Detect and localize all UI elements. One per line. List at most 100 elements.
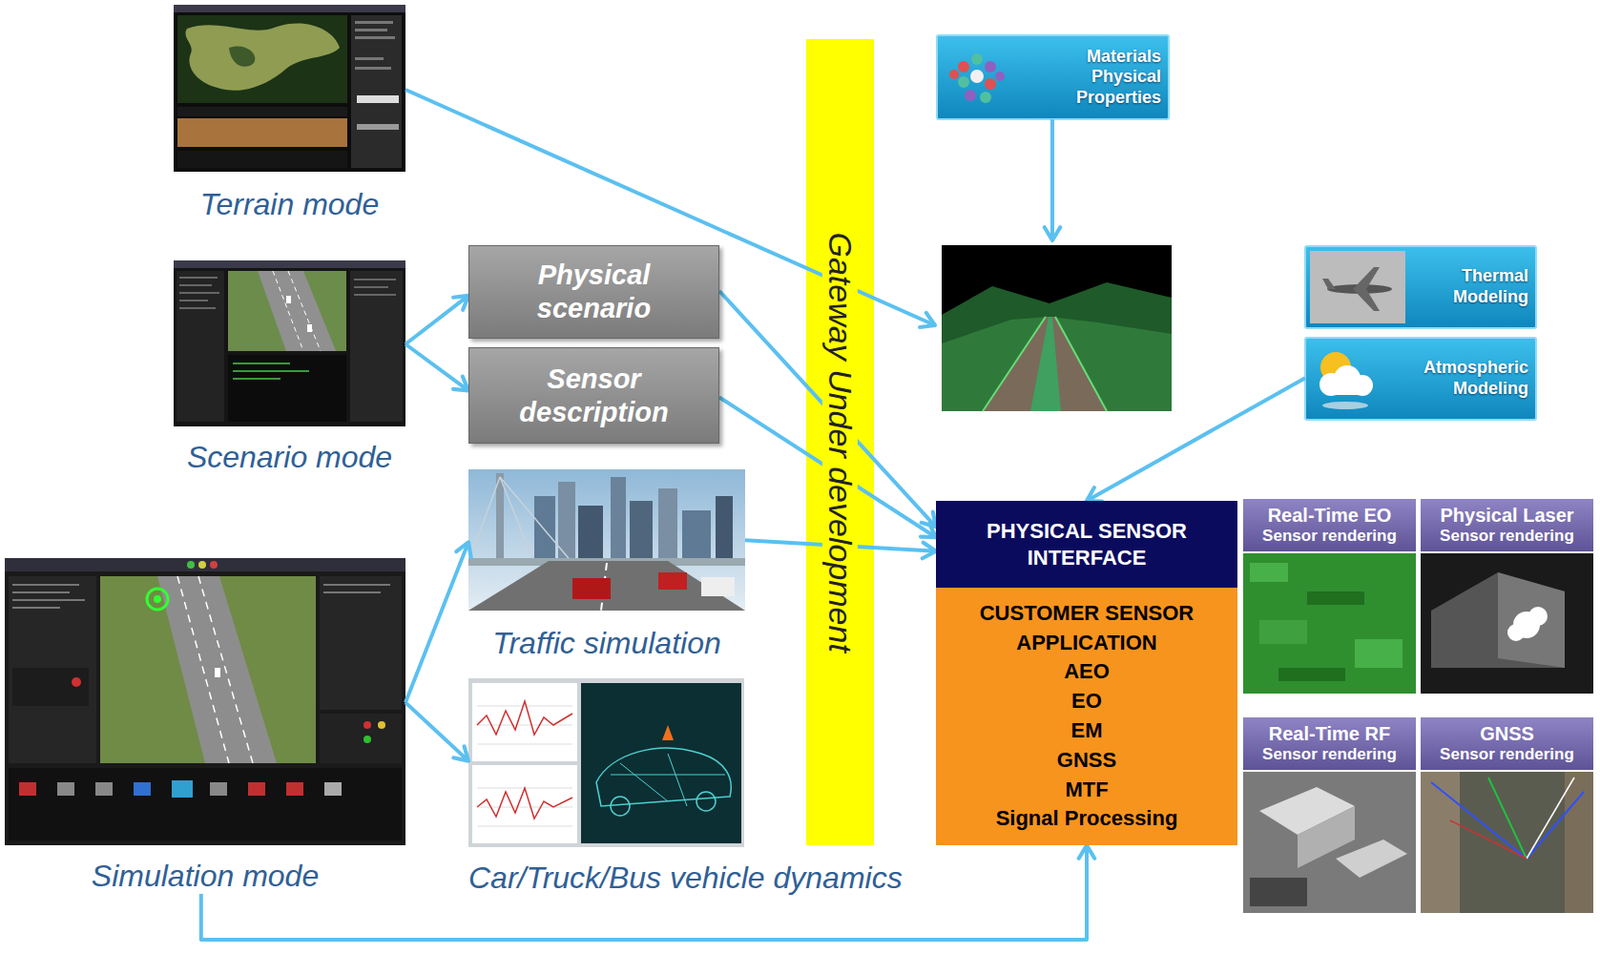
box-label: EM — [1071, 716, 1103, 747]
scenario-screenshot — [228, 270, 347, 352]
image-caption: Car/Truck/Bus vehicle dynamics — [468, 860, 989, 896]
terrain-screenshot — [354, 20, 394, 24]
traffic-image — [534, 496, 556, 559]
eo-render-tile — [1307, 591, 1365, 605]
connector-arrow — [405, 344, 469, 392]
connector-arrow — [405, 295, 469, 345]
simulation-screenshot — [363, 735, 372, 744]
materials-box — [949, 69, 959, 80]
terrain-screenshot — [356, 124, 399, 130]
simulation-screenshot — [133, 782, 151, 796]
tile-header: Sensor rendering — [1243, 526, 1416, 546]
scenario-screenshot — [179, 284, 212, 287]
connector-arrow — [201, 845, 1087, 940]
connector-arrow — [405, 702, 469, 761]
thermal-box — [1352, 289, 1380, 312]
box-label: CUSTOMER SENSOR APPLICATION — [943, 599, 1230, 659]
traffic-image — [468, 561, 746, 611]
terrain-screenshot — [354, 66, 392, 70]
simulation-screenshot — [12, 583, 80, 586]
terrain-screenshot — [354, 28, 388, 32]
simulation-screenshot — [12, 591, 70, 594]
gnss-render-tile — [1526, 777, 1575, 859]
traffic-image — [578, 505, 603, 559]
materials-box — [984, 78, 997, 90]
simulation-screenshot — [4, 558, 406, 846]
thermal-box — [1352, 267, 1380, 290]
scenario-screenshot — [232, 362, 291, 365]
scenario-screenshot — [350, 270, 403, 422]
box-label: GNSS — [1057, 746, 1117, 776]
interface-box: PHYSICAL SENSOR INTERFACE — [935, 500, 1238, 588]
simulation-screenshot — [100, 576, 316, 764]
simulation-screenshot — [209, 782, 228, 796]
materials-box — [970, 69, 984, 84]
gnss-render-tile — [1450, 820, 1527, 859]
tile-header: Physical Laser — [1420, 503, 1594, 527]
scenario-screenshot — [353, 293, 396, 296]
laser-render-tile — [1420, 553, 1594, 694]
simulation-screenshot — [57, 782, 75, 796]
simulation-screenshot — [95, 782, 113, 796]
terrain-screenshot — [354, 36, 395, 40]
simulation-screenshot — [214, 667, 221, 678]
terrain-screenshot — [177, 15, 348, 104]
rf-render-tile — [1243, 717, 1416, 770]
traffic-image — [558, 481, 576, 559]
scenario-screenshot — [173, 260, 406, 269]
box-label: MTF — [1064, 775, 1108, 806]
simulation-screenshot — [324, 782, 342, 796]
model-box: Atmospheric Modeling — [1305, 337, 1537, 420]
materials-box — [984, 61, 997, 73]
box-label: Materials Physical Properties — [1022, 46, 1162, 109]
vehicle-dynamics-image — [696, 791, 716, 811]
box-label: PHYSICAL SENSOR INTERFACE — [945, 518, 1228, 571]
gateway-band — [806, 39, 874, 846]
terrain-screenshot — [173, 4, 406, 172]
road-render-image — [1030, 316, 1061, 412]
gnss-render-tile — [1420, 771, 1594, 914]
image-node: Traffic simulation — [468, 469, 746, 662]
thermal-box — [1322, 278, 1336, 290]
materials-arrow — [1050, 119, 1055, 241]
scenario-screenshot — [272, 270, 321, 352]
thermal-box — [1305, 246, 1537, 329]
vehicle-dynamics-image — [468, 678, 745, 848]
scenario-screenshot — [257, 270, 336, 352]
scenario-screenshot — [179, 307, 216, 310]
model-box: Materials Physical Properties — [936, 35, 1169, 120]
screenshot-node: Terrain mode — [173, 4, 406, 223]
simulation-screenshot — [12, 667, 89, 707]
render-tile: GNSSSensor rendering — [1420, 717, 1594, 914]
gnss-render-tile — [1420, 717, 1594, 914]
simulation-screenshot — [209, 561, 218, 569]
simulation-screenshot — [146, 588, 168, 610]
tile-header: GNSS — [1420, 722, 1594, 746]
simulation-screenshot — [323, 591, 381, 594]
image-caption: Traffic simulation — [468, 625, 746, 662]
screenshot-node: Scenario mode — [173, 260, 406, 476]
road-render-image — [982, 316, 1107, 412]
traffic-image — [468, 469, 746, 611]
terrain-screenshot — [228, 45, 255, 66]
document-box: Physical scenario — [468, 245, 720, 339]
tile-header: Sensor rendering — [1420, 526, 1594, 546]
scenario-screenshot — [173, 260, 406, 427]
simulation-screenshot — [8, 768, 402, 841]
terrain-screenshot — [351, 15, 402, 168]
vehicle-dynamics-image — [477, 701, 573, 735]
terrain-screenshot — [356, 95, 399, 104]
simulation-screenshot — [4, 558, 406, 846]
laser-render-tile — [1497, 572, 1565, 668]
road-render-image — [941, 245, 1172, 412]
laser-render-tile — [1431, 572, 1565, 668]
rf-render-tile — [1243, 717, 1416, 914]
scenario-screenshot — [232, 377, 281, 380]
gnss-render-tile — [1564, 771, 1594, 914]
document-box: Sensor description — [468, 347, 720, 444]
render-tile: Real-Time RFSensor rendering — [1243, 717, 1416, 914]
materials-box — [957, 61, 970, 73]
vehicle-dynamics-image — [581, 683, 742, 844]
traffic-image — [610, 477, 626, 559]
